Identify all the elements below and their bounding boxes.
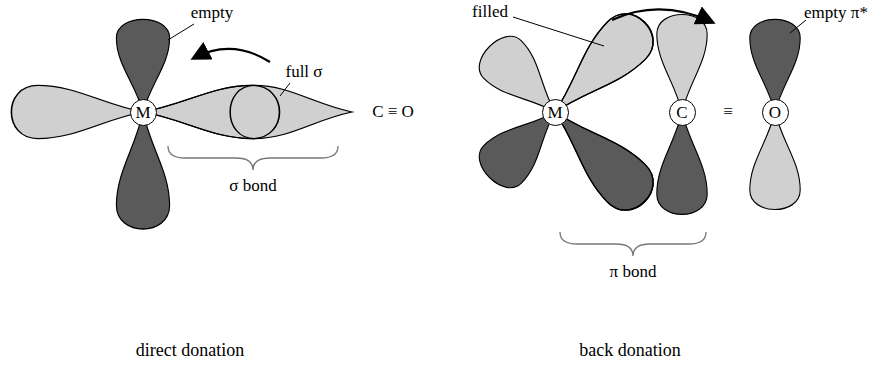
leader-line [513, 17, 604, 46]
orbital-label: full σ [285, 62, 322, 82]
orbital-label: empty π* [804, 3, 868, 23]
atom-circle: O [762, 99, 789, 126]
atom-symbol: C [676, 104, 687, 121]
orbital-label: empty [191, 3, 234, 23]
panel-caption: back donation [579, 340, 680, 361]
bond-brace [560, 232, 706, 256]
orbital-label: π bond [610, 262, 657, 282]
p-orbital-lobe [657, 112, 707, 214]
atom-circle: C [669, 99, 696, 126]
atom-symbol: O [769, 104, 781, 121]
orbital-label: filled [472, 2, 508, 22]
atom-circle: M [130, 99, 157, 126]
atom-symbol: M [547, 104, 562, 121]
p-orbital-lobe [657, 15, 707, 113]
orbital-label: C ≡ O [372, 102, 414, 122]
bond-brace [168, 146, 338, 170]
overlap-outline [536, 93, 663, 220]
leader-line [168, 24, 194, 40]
atom-circle: M [542, 99, 569, 126]
overlap-outline [143, 85, 280, 138]
d-orbital-lobe [471, 28, 574, 131]
overlap-outline [536, 4, 663, 131]
d-orbital-lobe [471, 93, 574, 196]
atom-symbol: M [135, 104, 150, 121]
orbital-label: σ bond [229, 176, 276, 196]
d-orbital-lobe [11, 85, 143, 138]
orbital-label: ≡ [723, 102, 733, 122]
donation-arrow [612, 9, 712, 22]
d-orbital-lobe [116, 112, 169, 229]
leader-line [280, 83, 290, 96]
sigma-orbital-lobe [230, 85, 352, 138]
leader-line [790, 20, 806, 33]
donation-arrow [194, 49, 270, 62]
p-orbital-lobe [750, 112, 800, 210]
d-orbital-lobe [536, 4, 663, 131]
d-orbital-lobe [536, 93, 663, 220]
panel-caption: direct donation [136, 340, 244, 361]
